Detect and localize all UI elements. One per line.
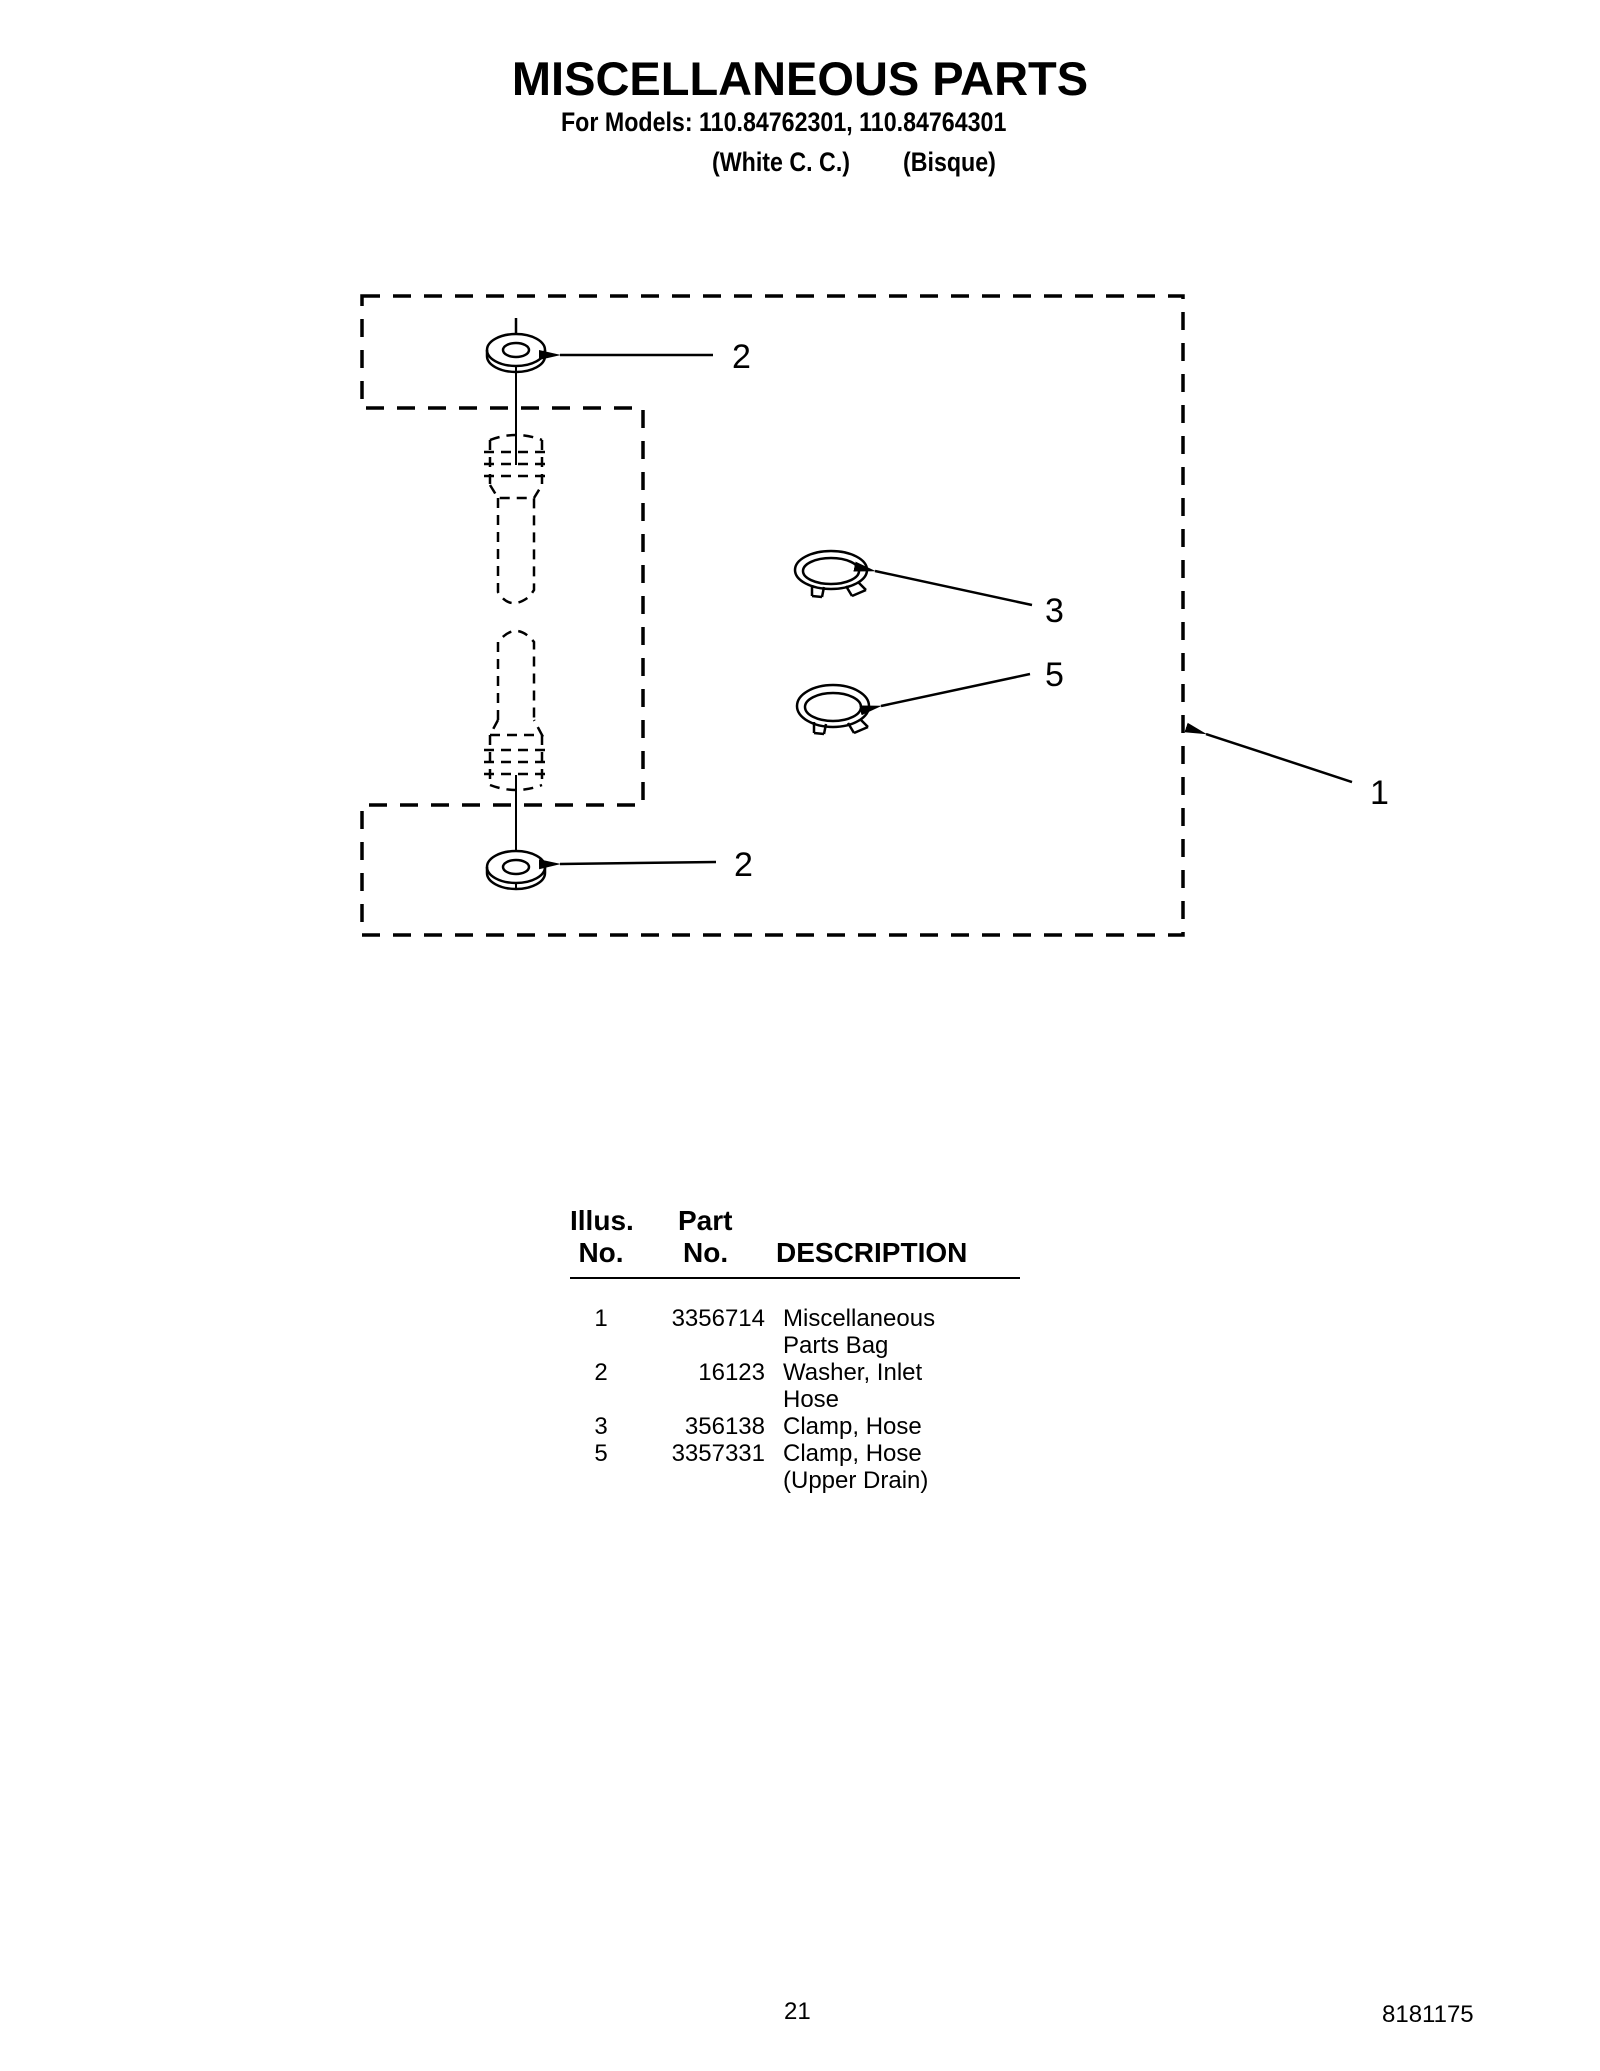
part-no-cell: 3356714 xyxy=(671,1305,765,1332)
washer-top-icon xyxy=(485,318,547,374)
part-no-cell: 3357331 xyxy=(671,1440,765,1467)
table-row: 3 356138 Clamp, Hose xyxy=(570,1413,1020,1440)
table-row: 5 3357331 Clamp, Hose(Upper Drain) xyxy=(570,1440,1020,1494)
callout-clamp-5: 5 xyxy=(1045,656,1064,694)
header-description: DESCRIPTION xyxy=(776,1237,968,1268)
washer-bottom-icon xyxy=(485,849,547,891)
document-number: 8181175 xyxy=(1382,2001,1474,2028)
header-rule xyxy=(570,1277,1020,1279)
leader-lines xyxy=(538,350,1353,870)
header-part-line1: Part xyxy=(678,1205,733,1236)
variant-white: (White C. C.) xyxy=(712,147,851,177)
description-cell: Clamp, Hose(Upper Drain) xyxy=(783,1440,1020,1494)
description-line: Clamp, Hose xyxy=(783,1440,922,1467)
illus-no-cell: 2 xyxy=(594,1359,608,1386)
description-line: Miscellaneous xyxy=(783,1305,936,1332)
description-line: Parts Bag xyxy=(783,1332,889,1359)
description-line: Hose xyxy=(783,1386,840,1413)
part-no-cell: 16123 xyxy=(698,1359,765,1386)
header-illus-line2: No. xyxy=(578,1237,624,1268)
header-part-line2: No. xyxy=(683,1237,729,1268)
inlet-hose-phantom-icon xyxy=(484,433,548,792)
callout-parts-bag: 1 xyxy=(1370,774,1389,812)
description-cell: Clamp, Hose xyxy=(783,1413,1020,1440)
header-illus-line1: Illus. xyxy=(570,1205,634,1236)
part-no-cell: 356138 xyxy=(684,1413,765,1440)
page-title: MISCELLANEOUS PARTS xyxy=(511,52,1089,105)
variant-bisque: (Bisque) xyxy=(903,147,996,177)
page-number: 21 xyxy=(784,1998,811,2025)
description-line: Clamp, Hose xyxy=(783,1413,922,1440)
hose-clamp-3-icon xyxy=(793,549,869,599)
models-subtitle: For Models: 110.84762301, 110.84764301 xyxy=(561,107,1007,137)
description-line: (Upper Drain) xyxy=(783,1467,929,1494)
callout-washer-bottom: 2 xyxy=(734,846,753,884)
callout-clamp-3: 3 xyxy=(1045,592,1064,630)
illus-no-cell: 1 xyxy=(594,1305,608,1332)
illus-no-cell: 3 xyxy=(594,1413,608,1440)
description-line: Washer, Inlet xyxy=(783,1359,923,1386)
illus-no-cell: 5 xyxy=(594,1440,608,1467)
parts-bag-outline xyxy=(360,294,1185,937)
exploded-parts-diagram: 2 3 5 1 2 xyxy=(360,294,1389,937)
callout-washer-top: 2 xyxy=(732,338,751,376)
hose-clamp-5-icon xyxy=(795,683,871,736)
